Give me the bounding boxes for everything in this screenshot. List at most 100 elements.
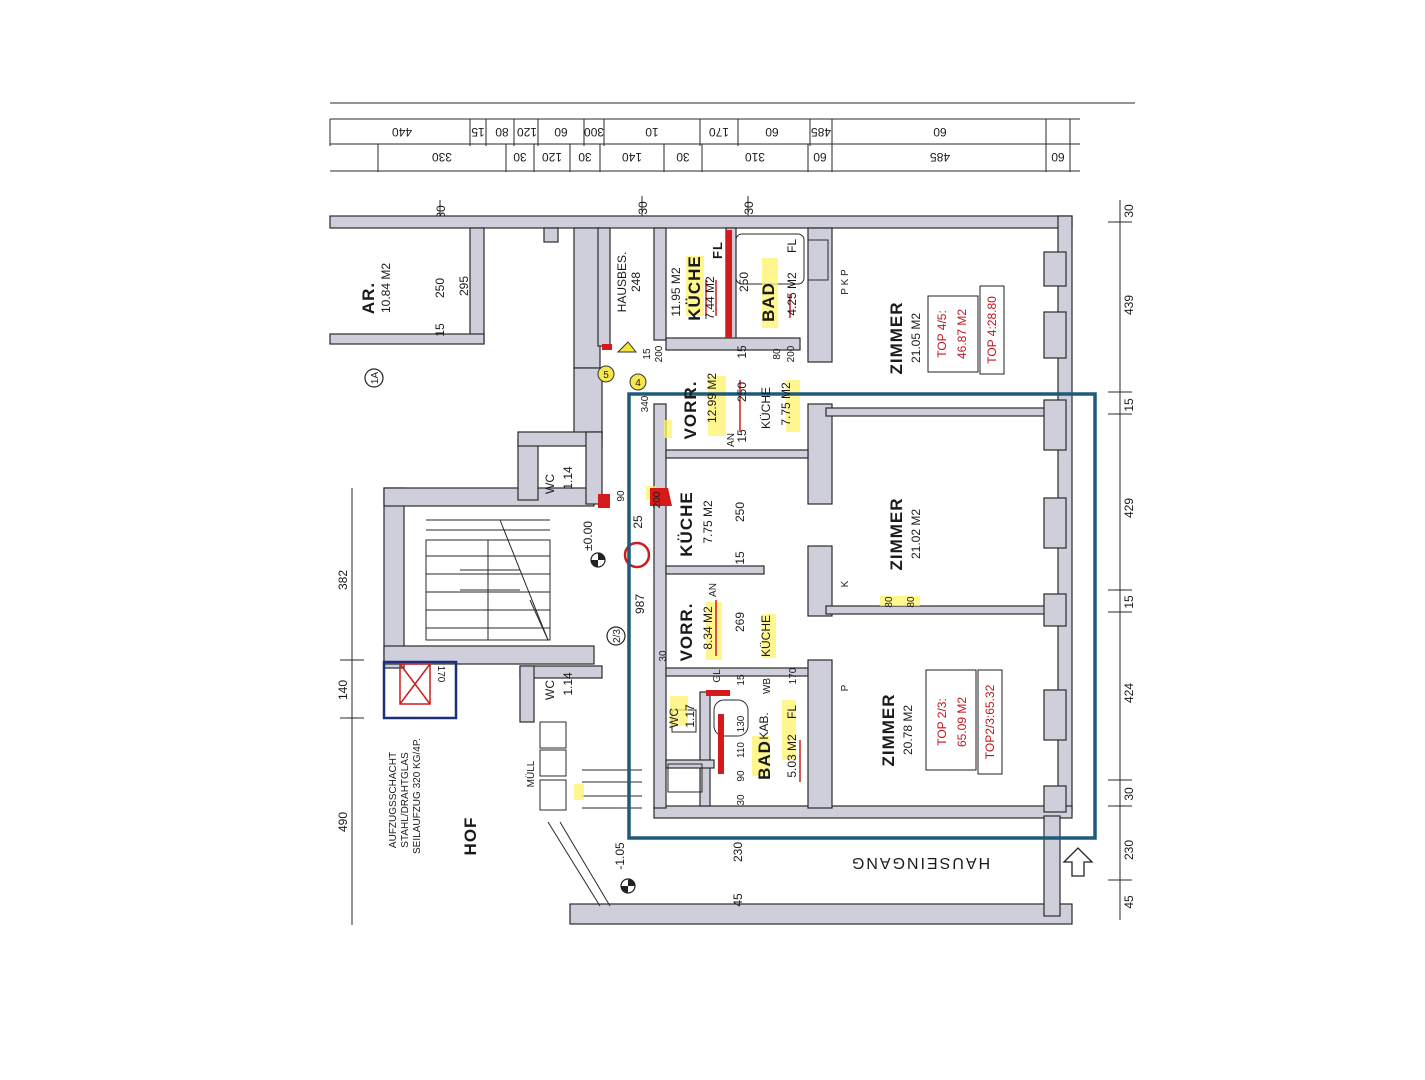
left-dimension-band: 382 140 490	[336, 488, 364, 925]
dim-200-top2: 200	[786, 345, 797, 362]
room-bad-top-fl: FL	[785, 239, 799, 253]
room-kueche-top-area-red: 11.95 M2	[669, 267, 683, 316]
dim-top2-3: 30	[578, 150, 592, 164]
room-zimmer-bot-tag-a: TOP 2/3:	[935, 698, 949, 746]
room-vorr-bot-area: 8.34 M2	[701, 606, 715, 650]
room-kueche-mid-d1: 250	[733, 502, 747, 522]
dim-col-2: 30	[742, 201, 756, 215]
tag-5: 5	[603, 370, 609, 381]
top-dimension-band: 440 15 80 120 60 300 10 170 60 485 60 33…	[329, 102, 1135, 172]
room-kueche-mid-d2: 15	[733, 551, 747, 565]
hof-label: HOF	[461, 817, 480, 856]
tick-row-1	[329, 119, 1071, 146]
room-ar-d2: 295	[457, 276, 471, 296]
dim-top1-2: 80	[495, 125, 509, 139]
tag-2-3: 2/3	[612, 629, 623, 643]
dim-top1-4: 60	[554, 125, 568, 139]
room-ar-d3: 15	[433, 323, 447, 337]
room-bad-bot-d2: 110	[736, 742, 747, 758]
tag-4: 4	[635, 378, 641, 389]
dim-top1-1: 15	[471, 125, 485, 139]
room-zimmer-mid-k: K	[840, 580, 851, 587]
room-wc-b-area: 1.14	[561, 672, 575, 696]
right-dimension-band: 30 439 15 429 15 424 30 230 45	[1108, 200, 1136, 920]
muell-label: MÜLL	[525, 760, 537, 787]
room-bad-bot-fl: FL	[785, 705, 799, 719]
dim-top1-5: 300	[584, 125, 604, 139]
room-vorr-top-area: 12.99 M2	[705, 373, 719, 423]
room-zimmer-top-area: 21.05 M2	[909, 313, 923, 363]
dim-80-top: 80	[772, 348, 783, 360]
room-zimmer-mid-80: 80	[884, 596, 895, 608]
room-zimmer-bot-tag-c: TOP2/3:65.32	[983, 684, 997, 759]
dim-30-left: 30	[658, 650, 669, 662]
room-wc-c-area: 1.17	[683, 704, 697, 728]
room-vorr-top-name: VORR.	[681, 381, 700, 440]
dim-right-1: 439	[1122, 295, 1136, 315]
room-vorr-bot-dim: 269	[733, 612, 747, 632]
dim-170-bot: 170	[788, 667, 799, 684]
room-vorr-top-dim: 250	[735, 382, 749, 402]
room-kueche-top-name: KÜCHE	[685, 255, 704, 320]
aufzug-label-2: STAHL/DRAHTGLAS	[400, 752, 411, 848]
room-zimmer-top-tag-b: 46.87 M2	[955, 309, 969, 359]
room-bad-top-dim: 250	[737, 272, 751, 292]
dim-top2-5: 30	[676, 150, 690, 164]
room-zimmer-top-pkp: P K P	[840, 269, 851, 295]
lift-shaft: 170	[382, 660, 458, 720]
entrance-arrow-icon	[1062, 847, 1094, 877]
label-gl: GL	[712, 669, 723, 683]
room-bad-bot-d3: 90	[736, 770, 747, 782]
dim-left-2: 490	[336, 812, 350, 832]
room-zimmer-bot-tag-b: 65.09 M2	[955, 697, 969, 747]
room-ar-d1: 250	[433, 278, 447, 298]
dim-right-8: 45	[1122, 895, 1136, 909]
aufzug-label-3: SEILAUFZUG 320 KG/4P.	[412, 738, 423, 854]
dim-top1-3: 120	[517, 125, 537, 139]
room-hausbes-dim: 248	[629, 272, 643, 292]
dim-90-mid: 90	[616, 490, 627, 502]
dim-top1-8: 60	[765, 125, 779, 139]
dim-200-mid: 200	[652, 491, 663, 508]
room-zimmer-top-tag-a: TOP 4/5:	[935, 310, 949, 358]
dim-right-4: 15	[1122, 595, 1136, 609]
room-vorr-top-dim15b: 15	[735, 345, 749, 359]
room-ar-name: AR.	[359, 282, 378, 314]
label-wb: WB	[762, 678, 773, 694]
dim-top1-7: 170	[709, 125, 729, 139]
room-kueche-mid-label-name: KÜCHE	[759, 387, 773, 429]
room-bad-bot-area: 5.03 M2	[785, 734, 799, 778]
staircase	[425, 519, 551, 641]
room-ar-area: 10.84 M2	[379, 263, 393, 313]
dim-top2-6: 310	[745, 150, 765, 164]
room-bad-bot-kab: KAB.	[757, 712, 771, 739]
dim-top2-7: 60	[813, 150, 827, 164]
room-kueche-mid-name: KÜCHE	[677, 491, 696, 556]
room-wc-b-name: WC	[543, 680, 557, 700]
lift-dim: 170	[435, 666, 446, 683]
room-zimmer-bot-p: P	[840, 684, 851, 691]
level-markers	[364, 368, 636, 894]
room-wc-c-name: WC	[667, 708, 681, 728]
dim-top2-4: 140	[622, 150, 642, 164]
dim-left-0: 382	[336, 570, 350, 590]
room-zimmer-top-name: ZIMMER	[887, 301, 906, 374]
room-wc-a-area: 1.14	[561, 466, 575, 490]
dim-right-0: 30	[1122, 204, 1136, 218]
room-zimmer-mid-80b: 80	[906, 596, 917, 608]
elevation-label: ±0.00	[581, 521, 595, 551]
room-zimmer-top-tag-c: TOP 4:28.80	[985, 296, 999, 364]
dim-right-3: 429	[1122, 498, 1136, 518]
dim-bottom-0: 45	[731, 893, 745, 907]
dim-left-1: 140	[336, 680, 350, 700]
tag-1a: 1A	[370, 372, 381, 385]
selected-unit-frame	[627, 392, 1097, 840]
room-zimmer-bot-name: ZIMMER	[879, 693, 898, 766]
room-vorr-top-dim15: 15	[735, 429, 749, 443]
red-marks	[598, 230, 801, 782]
dim-col-0: 30	[434, 205, 448, 219]
dim-right-7: 230	[1122, 840, 1136, 860]
room-zimmer-mid-name: ZIMMER	[887, 497, 906, 570]
dim-200-top: 200	[654, 345, 665, 362]
